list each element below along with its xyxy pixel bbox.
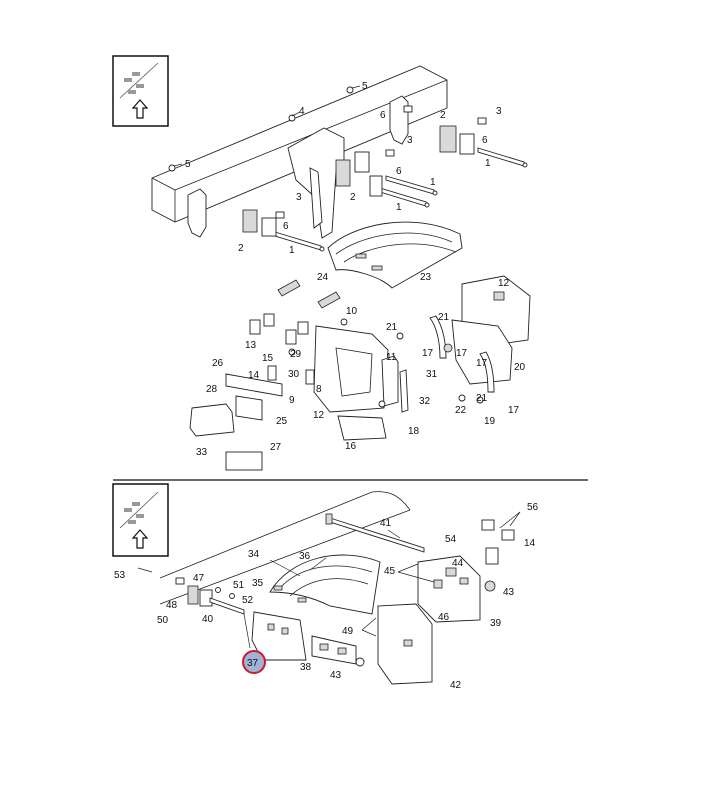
orientation-icon-top	[112, 55, 169, 127]
mudguard-part-23	[327, 221, 463, 289]
label-43b: 43	[330, 670, 342, 681]
bracket-part-48	[175, 577, 245, 615]
label-17d: 17	[456, 348, 468, 359]
label-35: 35	[252, 578, 264, 589]
label-37: 37	[247, 658, 259, 669]
label-21a: 21	[386, 322, 398, 333]
fender-panels-right	[429, 275, 531, 393]
label-46: 46	[438, 612, 450, 623]
label-6c: 6	[482, 135, 488, 146]
labels-top: 1 1 1 1 2 2 2 3 3 3 4 5 5 6 6 6 6 12 12 …	[185, 81, 526, 458]
label-5a: 5	[362, 81, 368, 92]
label-50: 50	[157, 615, 169, 626]
rods-part-1	[274, 147, 528, 252]
label-6a: 6	[283, 221, 289, 232]
label-48: 48	[166, 600, 178, 611]
label-29: 29	[290, 349, 302, 360]
label-43a: 43	[503, 587, 515, 598]
label-40: 40	[202, 614, 214, 625]
label-18: 18	[408, 426, 420, 437]
label-16: 16	[345, 441, 357, 452]
label-23: 23	[420, 272, 432, 283]
orientation-icon-bottom	[112, 483, 169, 557]
mudguard-part-36	[269, 554, 381, 615]
chassis-frame-top	[151, 65, 448, 239]
label-3b: 3	[407, 135, 413, 146]
label-10: 10	[346, 306, 358, 317]
label-2c: 2	[440, 110, 446, 121]
label-2b: 2	[350, 192, 356, 203]
label-13: 13	[245, 340, 257, 351]
label-32: 32	[419, 396, 431, 407]
label-12a: 12	[498, 278, 510, 289]
label-44: 44	[452, 558, 464, 569]
label-17a: 17	[422, 348, 434, 359]
label-22: 22	[455, 405, 467, 416]
label-19: 19	[484, 416, 496, 427]
label-36: 36	[299, 551, 311, 562]
bracket-plate-38	[251, 611, 307, 661]
label-45: 45	[384, 566, 396, 577]
light-bar-part-43	[311, 635, 365, 667]
label-30: 30	[288, 369, 300, 380]
label-14: 14	[248, 370, 260, 381]
fender-panels-left	[313, 325, 409, 441]
label-17b: 17	[476, 358, 488, 369]
label-53: 53	[114, 570, 126, 581]
label-1a: 1	[289, 245, 295, 256]
labels-bottom: 34 35 36 37 38 39 40 41 42 43 43 44 45 4…	[114, 502, 539, 691]
label-11: 11	[386, 352, 397, 363]
label-4: 4	[299, 106, 305, 117]
leader-lines	[137, 85, 521, 649]
label-14b: 14	[524, 538, 536, 549]
highlight-callout-37[interactable]: 37	[242, 650, 266, 674]
label-56: 56	[527, 502, 539, 513]
label-1d: 1	[485, 158, 491, 169]
label-20: 20	[514, 362, 526, 373]
label-33: 33	[196, 447, 208, 458]
label-28: 28	[206, 384, 218, 395]
label-47: 47	[193, 573, 205, 584]
label-21c: 21	[476, 393, 488, 404]
label-15: 15	[262, 353, 274, 364]
label-3a: 3	[296, 192, 302, 203]
label-54: 54	[445, 534, 457, 545]
mudflap-part-42	[377, 603, 433, 685]
label-42: 42	[450, 680, 462, 691]
label-31: 31	[426, 369, 438, 380]
label-24: 24	[317, 272, 329, 283]
label-6d: 6	[380, 110, 386, 121]
bracket-assemblies	[168, 86, 487, 237]
label-26: 26	[212, 358, 224, 369]
label-51: 51	[233, 580, 245, 591]
label-25: 25	[276, 416, 288, 427]
label-17c: 17	[508, 405, 520, 416]
label-3c: 3	[496, 106, 502, 117]
label-34: 34	[248, 549, 260, 560]
label-41: 41	[380, 518, 392, 529]
label-5b: 5	[185, 159, 191, 170]
label-1b: 1	[396, 202, 402, 213]
label-12b: 12	[313, 410, 325, 421]
label-6b: 6	[396, 166, 402, 177]
small-brackets	[189, 279, 484, 471]
rod-part-41	[325, 513, 425, 553]
label-27: 27	[270, 442, 282, 453]
label-1c: 1	[430, 177, 436, 188]
label-8: 8	[316, 384, 322, 395]
label-39: 39	[490, 618, 502, 629]
label-38: 38	[300, 662, 312, 673]
chassis-frame-bottom	[159, 491, 411, 605]
label-52: 52	[242, 595, 254, 606]
label-49: 49	[342, 626, 354, 637]
label-9: 9	[289, 395, 295, 406]
label-21b: 21	[438, 312, 450, 323]
fender-part-46	[417, 519, 515, 623]
label-2a: 2	[238, 243, 244, 254]
